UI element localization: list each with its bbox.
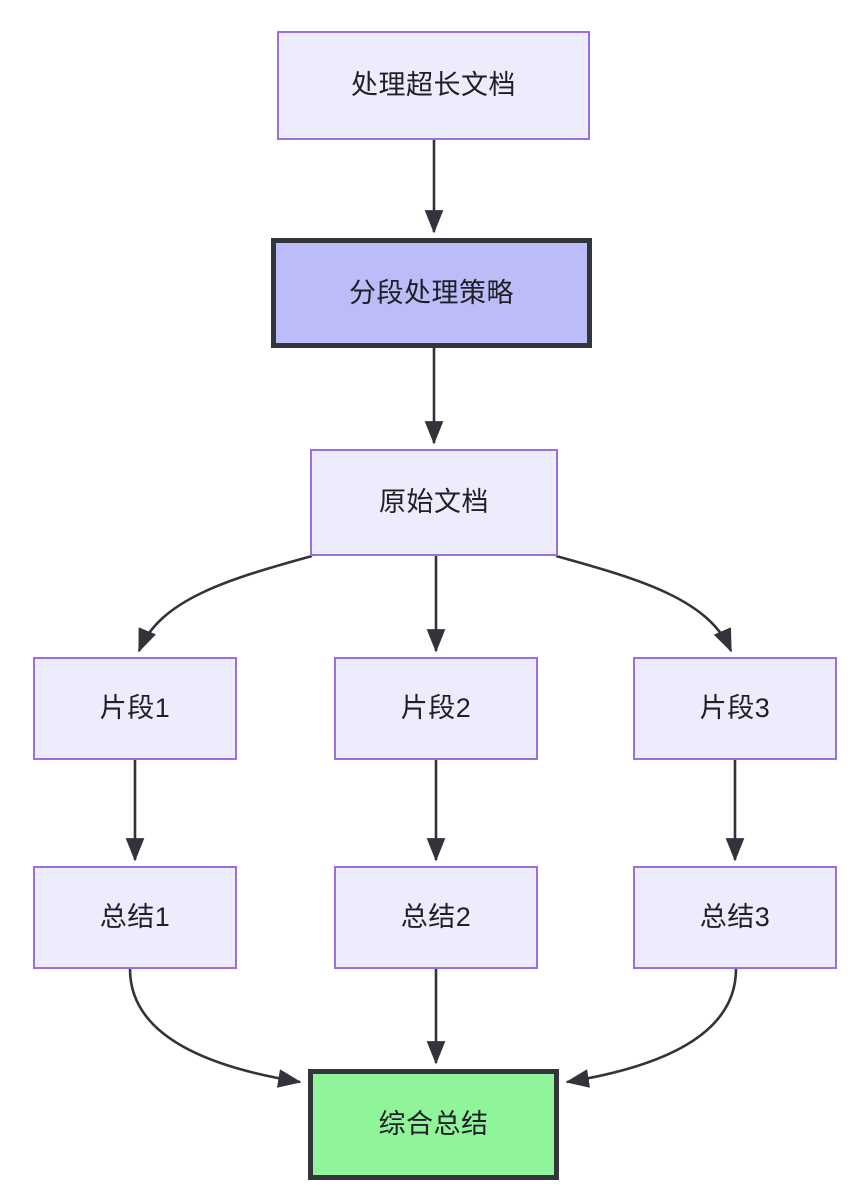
node-summary-3[interactable]: 总结3 <box>633 866 837 969</box>
node-label: 总结1 <box>99 902 171 933</box>
node-label: 总结3 <box>699 902 771 933</box>
node-label: 片段3 <box>699 693 771 724</box>
node-label: 综合总结 <box>378 1109 489 1140</box>
node-label: 片段2 <box>400 693 472 724</box>
node-label: 处理超长文档 <box>351 70 516 101</box>
node-summary-2[interactable]: 总结2 <box>334 866 538 969</box>
node-fragment-2[interactable]: 片段2 <box>334 657 538 760</box>
edge-n3-n4 <box>137 554 313 653</box>
edge-n3-n6 <box>555 554 733 653</box>
node-process-long-document[interactable]: 处理超长文档 <box>277 31 590 140</box>
node-label: 片段1 <box>99 693 171 724</box>
node-label: 原始文档 <box>379 487 489 518</box>
edge-n7-n10 <box>128 968 302 1088</box>
node-fragment-3[interactable]: 片段3 <box>633 657 837 760</box>
node-summary-1[interactable]: 总结1 <box>33 866 237 969</box>
node-fragment-1[interactable]: 片段1 <box>33 657 237 760</box>
node-original-document[interactable]: 原始文档 <box>310 449 558 556</box>
node-comprehensive-summary[interactable]: 综合总结 <box>308 1069 559 1180</box>
node-label: 总结2 <box>400 902 472 933</box>
edge-n9-n10 <box>565 968 738 1088</box>
node-chunking-strategy[interactable]: 分段处理策略 <box>271 238 592 348</box>
node-label: 分段处理策略 <box>349 277 514 308</box>
